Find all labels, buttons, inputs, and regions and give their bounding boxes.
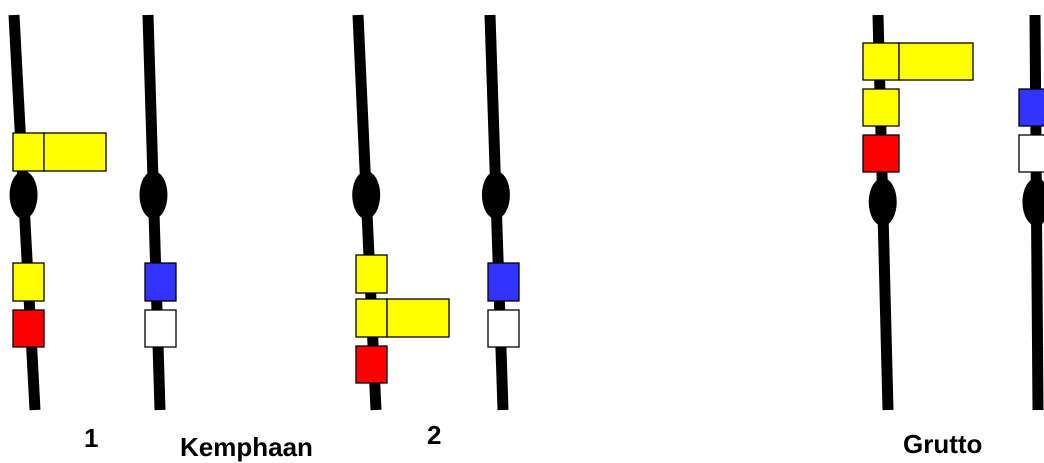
- kemphaan-2-chromosome-b-centromere: [481, 171, 510, 219]
- kemphaan-1-chromosome-a-centromere: [9, 171, 38, 219]
- kemphaan-2-a-wide-yellow-band: [386, 298, 450, 338]
- grutto-chromosome-b-centromere: [1022, 178, 1044, 226]
- kemphaan-1-a-yellow-band-lower: [12, 262, 45, 302]
- kemphaan-1-b-blue-band: [144, 262, 177, 302]
- kemphaan-1-a-red-band: [12, 309, 45, 348]
- kemphaan-1-a-wide-yellow-band: [43, 132, 107, 172]
- kemphaan-2-chromosome-a-centromere: [352, 171, 381, 219]
- grutto-a-wide-yellow-band: [898, 42, 974, 81]
- grutto-chromosome-a-centromere: [868, 178, 897, 226]
- grutto-a-yellow-band-lower: [862, 88, 900, 127]
- kemphaan-1-a-yellow-band: [12, 132, 45, 172]
- grutto-b-blue-band: [1018, 88, 1044, 127]
- kemphaan-2-a-yellow-band: [355, 254, 388, 294]
- kemphaan-1-b-white-band: [144, 309, 177, 348]
- karyotype-2-label: 2: [427, 420, 442, 450]
- kemphaan-2-b-blue-band: [487, 262, 520, 302]
- kemphaan-2-a-red-band: [355, 345, 388, 384]
- kemphaan-1-chromosome-b-centromere: [139, 171, 168, 219]
- grutto-a-red-band: [862, 134, 900, 173]
- kemphaan-2-a-yellow-band-mid: [355, 298, 388, 338]
- kemphaan-2-b-white-band: [487, 309, 520, 348]
- grutto-a-yellow-band: [862, 42, 900, 81]
- kemphaan-species-label: Kemphaan: [180, 432, 313, 462]
- grutto-b-white-band: [1018, 134, 1044, 173]
- karyotype-1-label: 1: [84, 423, 99, 453]
- grutto-species-label: Grutto: [903, 429, 983, 459]
